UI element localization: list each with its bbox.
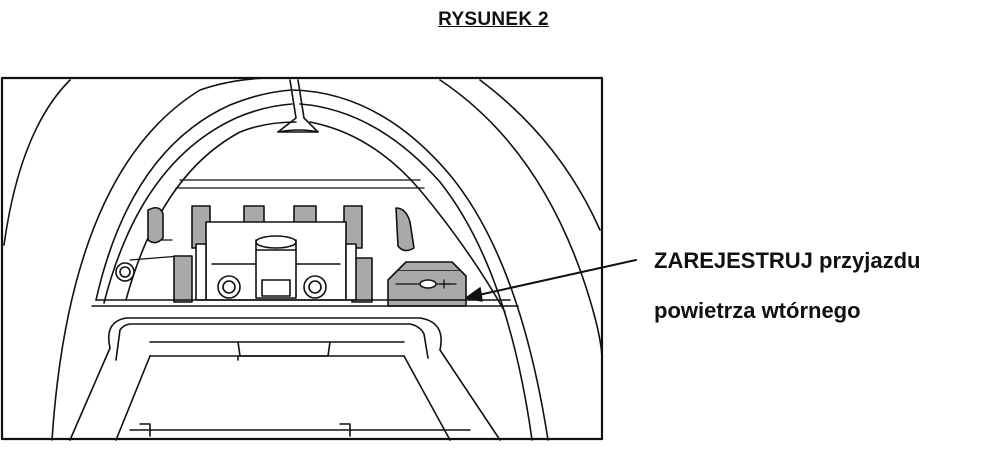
air-slot bbox=[147, 206, 164, 244]
chamber-wall bbox=[129, 179, 425, 261]
callout-arrow bbox=[465, 259, 637, 302]
ledge bbox=[91, 299, 519, 307]
bracket bbox=[195, 221, 357, 301]
ash-door bbox=[69, 317, 501, 441]
figure-title: RYSUNEK 2 bbox=[438, 9, 549, 30]
housing-arch bbox=[3, 76, 603, 441]
air-slot bbox=[173, 255, 193, 303]
callout-label: ZAREJESTRUJ przyjazdu powietrza wtórnego bbox=[654, 236, 921, 336]
door-arch bbox=[95, 79, 549, 441]
drawing-frame bbox=[0, 76, 604, 441]
secondary-air-register bbox=[387, 261, 467, 307]
air-slot bbox=[395, 207, 415, 252]
left-screw bbox=[115, 262, 135, 282]
callout-line-2: powietrza wtórnego bbox=[654, 298, 861, 323]
callout-line-1: ZAREJESTRUJ przyjazdu bbox=[654, 248, 921, 273]
